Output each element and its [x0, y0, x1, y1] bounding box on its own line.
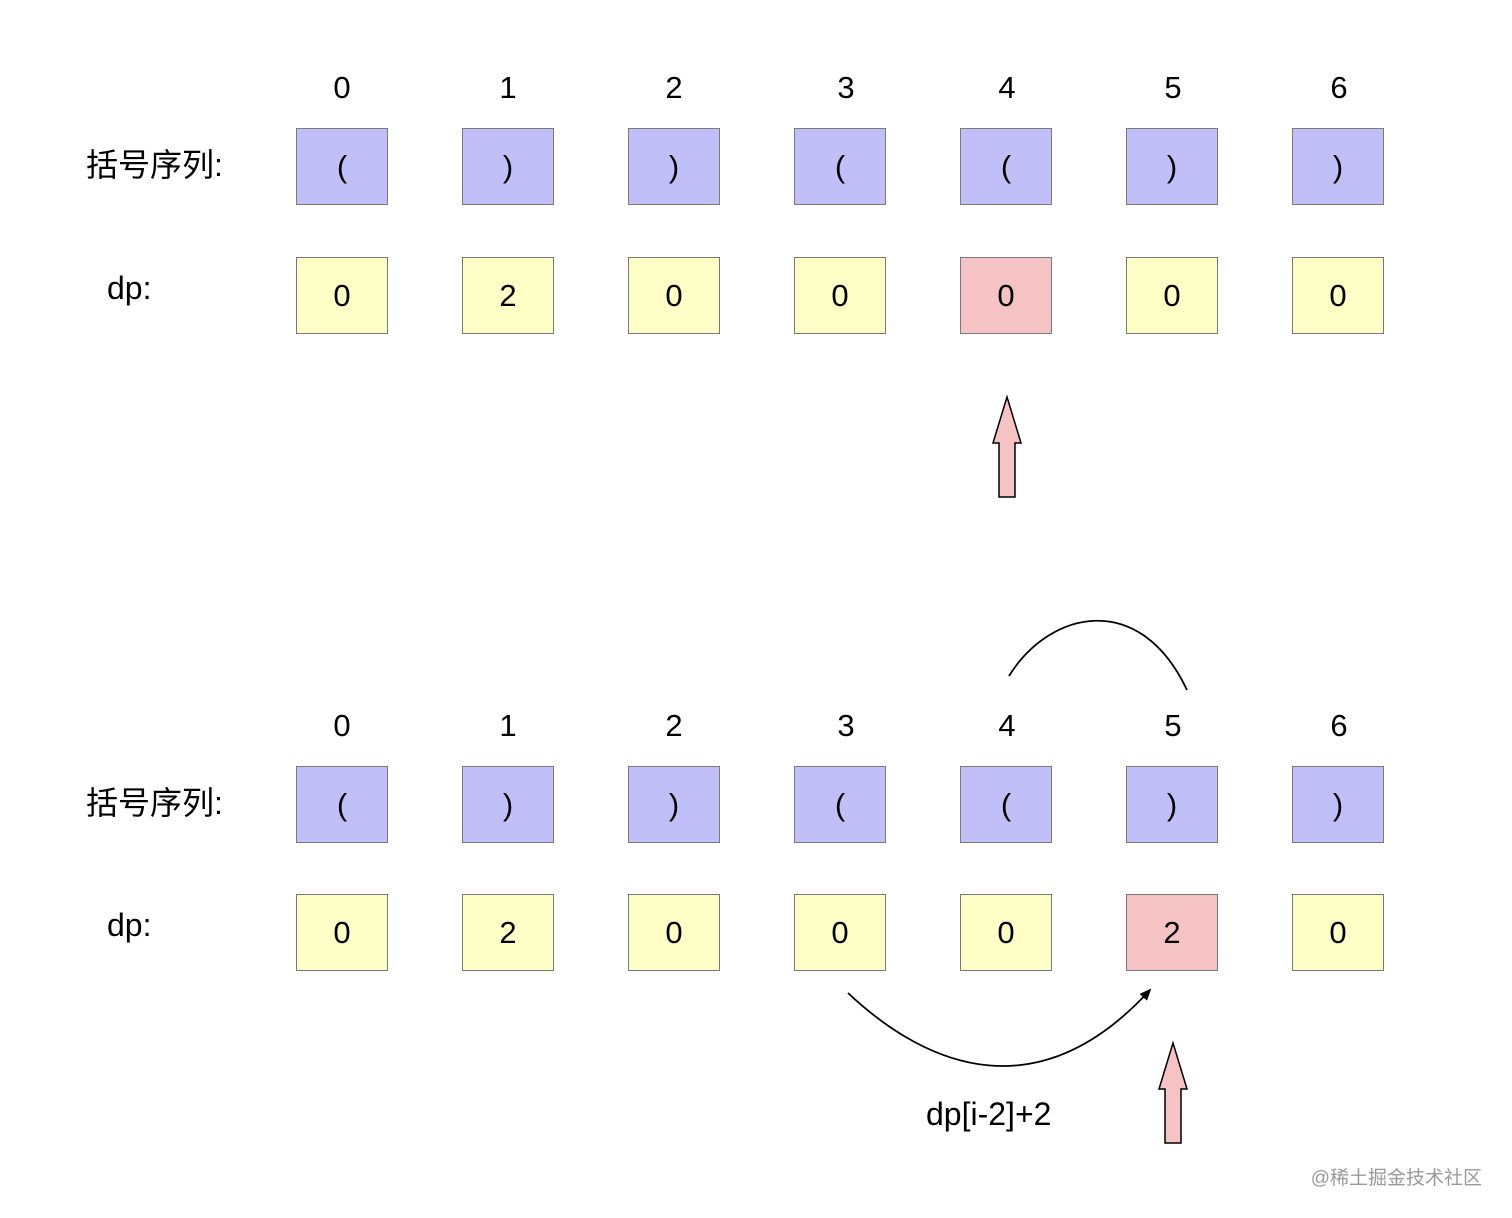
- sequence-cell: (: [794, 128, 886, 205]
- panel-1: 0 1 2 3 4 5 6 括号序列: dp: ( ) ) ( ( ) ) 0 …: [0, 0, 1512, 400]
- index-label: 4: [998, 708, 1016, 743]
- sequence-row-label: 括号序列:: [86, 147, 223, 183]
- index-label: 0: [333, 70, 351, 105]
- sequence-cell: ): [1292, 128, 1384, 205]
- dp-cell: 0: [296, 257, 388, 334]
- index-label: 1: [499, 708, 517, 743]
- dp-cell-current: 2: [1126, 894, 1218, 971]
- pointer-arrow: [1157, 1040, 1189, 1144]
- formula-label: dp[i-2]+2: [926, 1096, 1052, 1132]
- index-label: 0: [333, 708, 351, 743]
- sequence-cell: ): [1126, 128, 1218, 205]
- pair-arc: [1008, 619, 1188, 691]
- sequence-cell: ): [1126, 766, 1218, 843]
- dp-cell: 0: [628, 257, 720, 334]
- index-label: 3: [837, 708, 855, 743]
- dp-cell: 0: [628, 894, 720, 971]
- sequence-cell: ): [1292, 766, 1384, 843]
- sequence-cell: (: [296, 128, 388, 205]
- index-label: 2: [665, 70, 683, 105]
- index-label: 5: [1164, 708, 1182, 743]
- sequence-row-label: 括号序列:: [86, 785, 223, 821]
- panel-2: 0 1 2 3 4 5 6 括号序列: dp: ( ) ) ( ( ) ) 0 …: [0, 0, 1512, 1132]
- dp-cell: 0: [1292, 894, 1384, 971]
- dp-cell: 0: [1126, 257, 1218, 334]
- sequence-cell: ): [462, 766, 554, 843]
- dp-row-label: dp:: [107, 270, 152, 306]
- dp-cell: 0: [296, 894, 388, 971]
- dp-cell: 0: [794, 257, 886, 334]
- pointer-arrow: [991, 394, 1023, 498]
- dp-cell: 0: [960, 894, 1052, 971]
- index-label: 5: [1164, 70, 1182, 105]
- sequence-cell: ): [462, 128, 554, 205]
- dp-cell: 2: [462, 894, 554, 971]
- index-label: 6: [1330, 70, 1348, 105]
- dp-transfer-arrow: [847, 988, 1152, 1067]
- index-label: 3: [837, 70, 855, 105]
- sequence-cell: (: [794, 766, 886, 843]
- index-label: 4: [998, 70, 1016, 105]
- dp-cell: 0: [1292, 257, 1384, 334]
- sequence-cell: ): [628, 128, 720, 205]
- watermark: @稀土掘金技术社区: [1310, 1168, 1482, 1189]
- index-label: 6: [1330, 708, 1348, 743]
- index-label: 2: [665, 708, 683, 743]
- dp-cell: 0: [794, 894, 886, 971]
- sequence-cell: (: [960, 766, 1052, 843]
- sequence-cell: (: [296, 766, 388, 843]
- dp-row-label: dp:: [107, 907, 152, 943]
- sequence-cell: (: [960, 128, 1052, 205]
- sequence-cell: ): [628, 766, 720, 843]
- dp-cell: 2: [462, 257, 554, 334]
- dp-cell-current: 0: [960, 257, 1052, 334]
- index-label: 1: [499, 70, 517, 105]
